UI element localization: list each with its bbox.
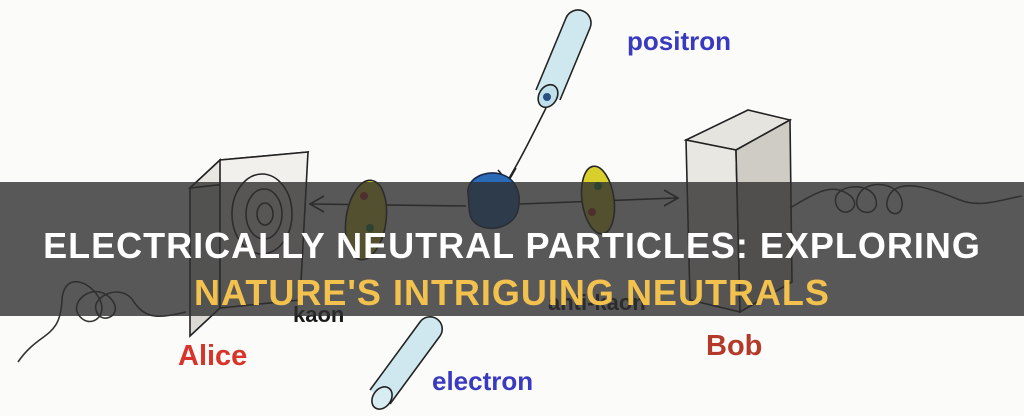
electron-tube: [368, 317, 442, 413]
positron-label: positron: [627, 26, 731, 57]
positron-tube: [534, 10, 591, 111]
positron-arrow: [498, 108, 546, 182]
positron-tube-particle: [543, 93, 551, 101]
bob-label: Bob: [706, 330, 762, 363]
alice-label: Alice: [178, 340, 247, 373]
title-line-1: ELECTRICALLY NEUTRAL PARTICLES: EXPLORIN…: [0, 225, 1024, 267]
title-line-2: NATURE'S INTRIGUING NEUTRALS: [0, 272, 1024, 314]
electron-label: electron: [432, 366, 533, 397]
